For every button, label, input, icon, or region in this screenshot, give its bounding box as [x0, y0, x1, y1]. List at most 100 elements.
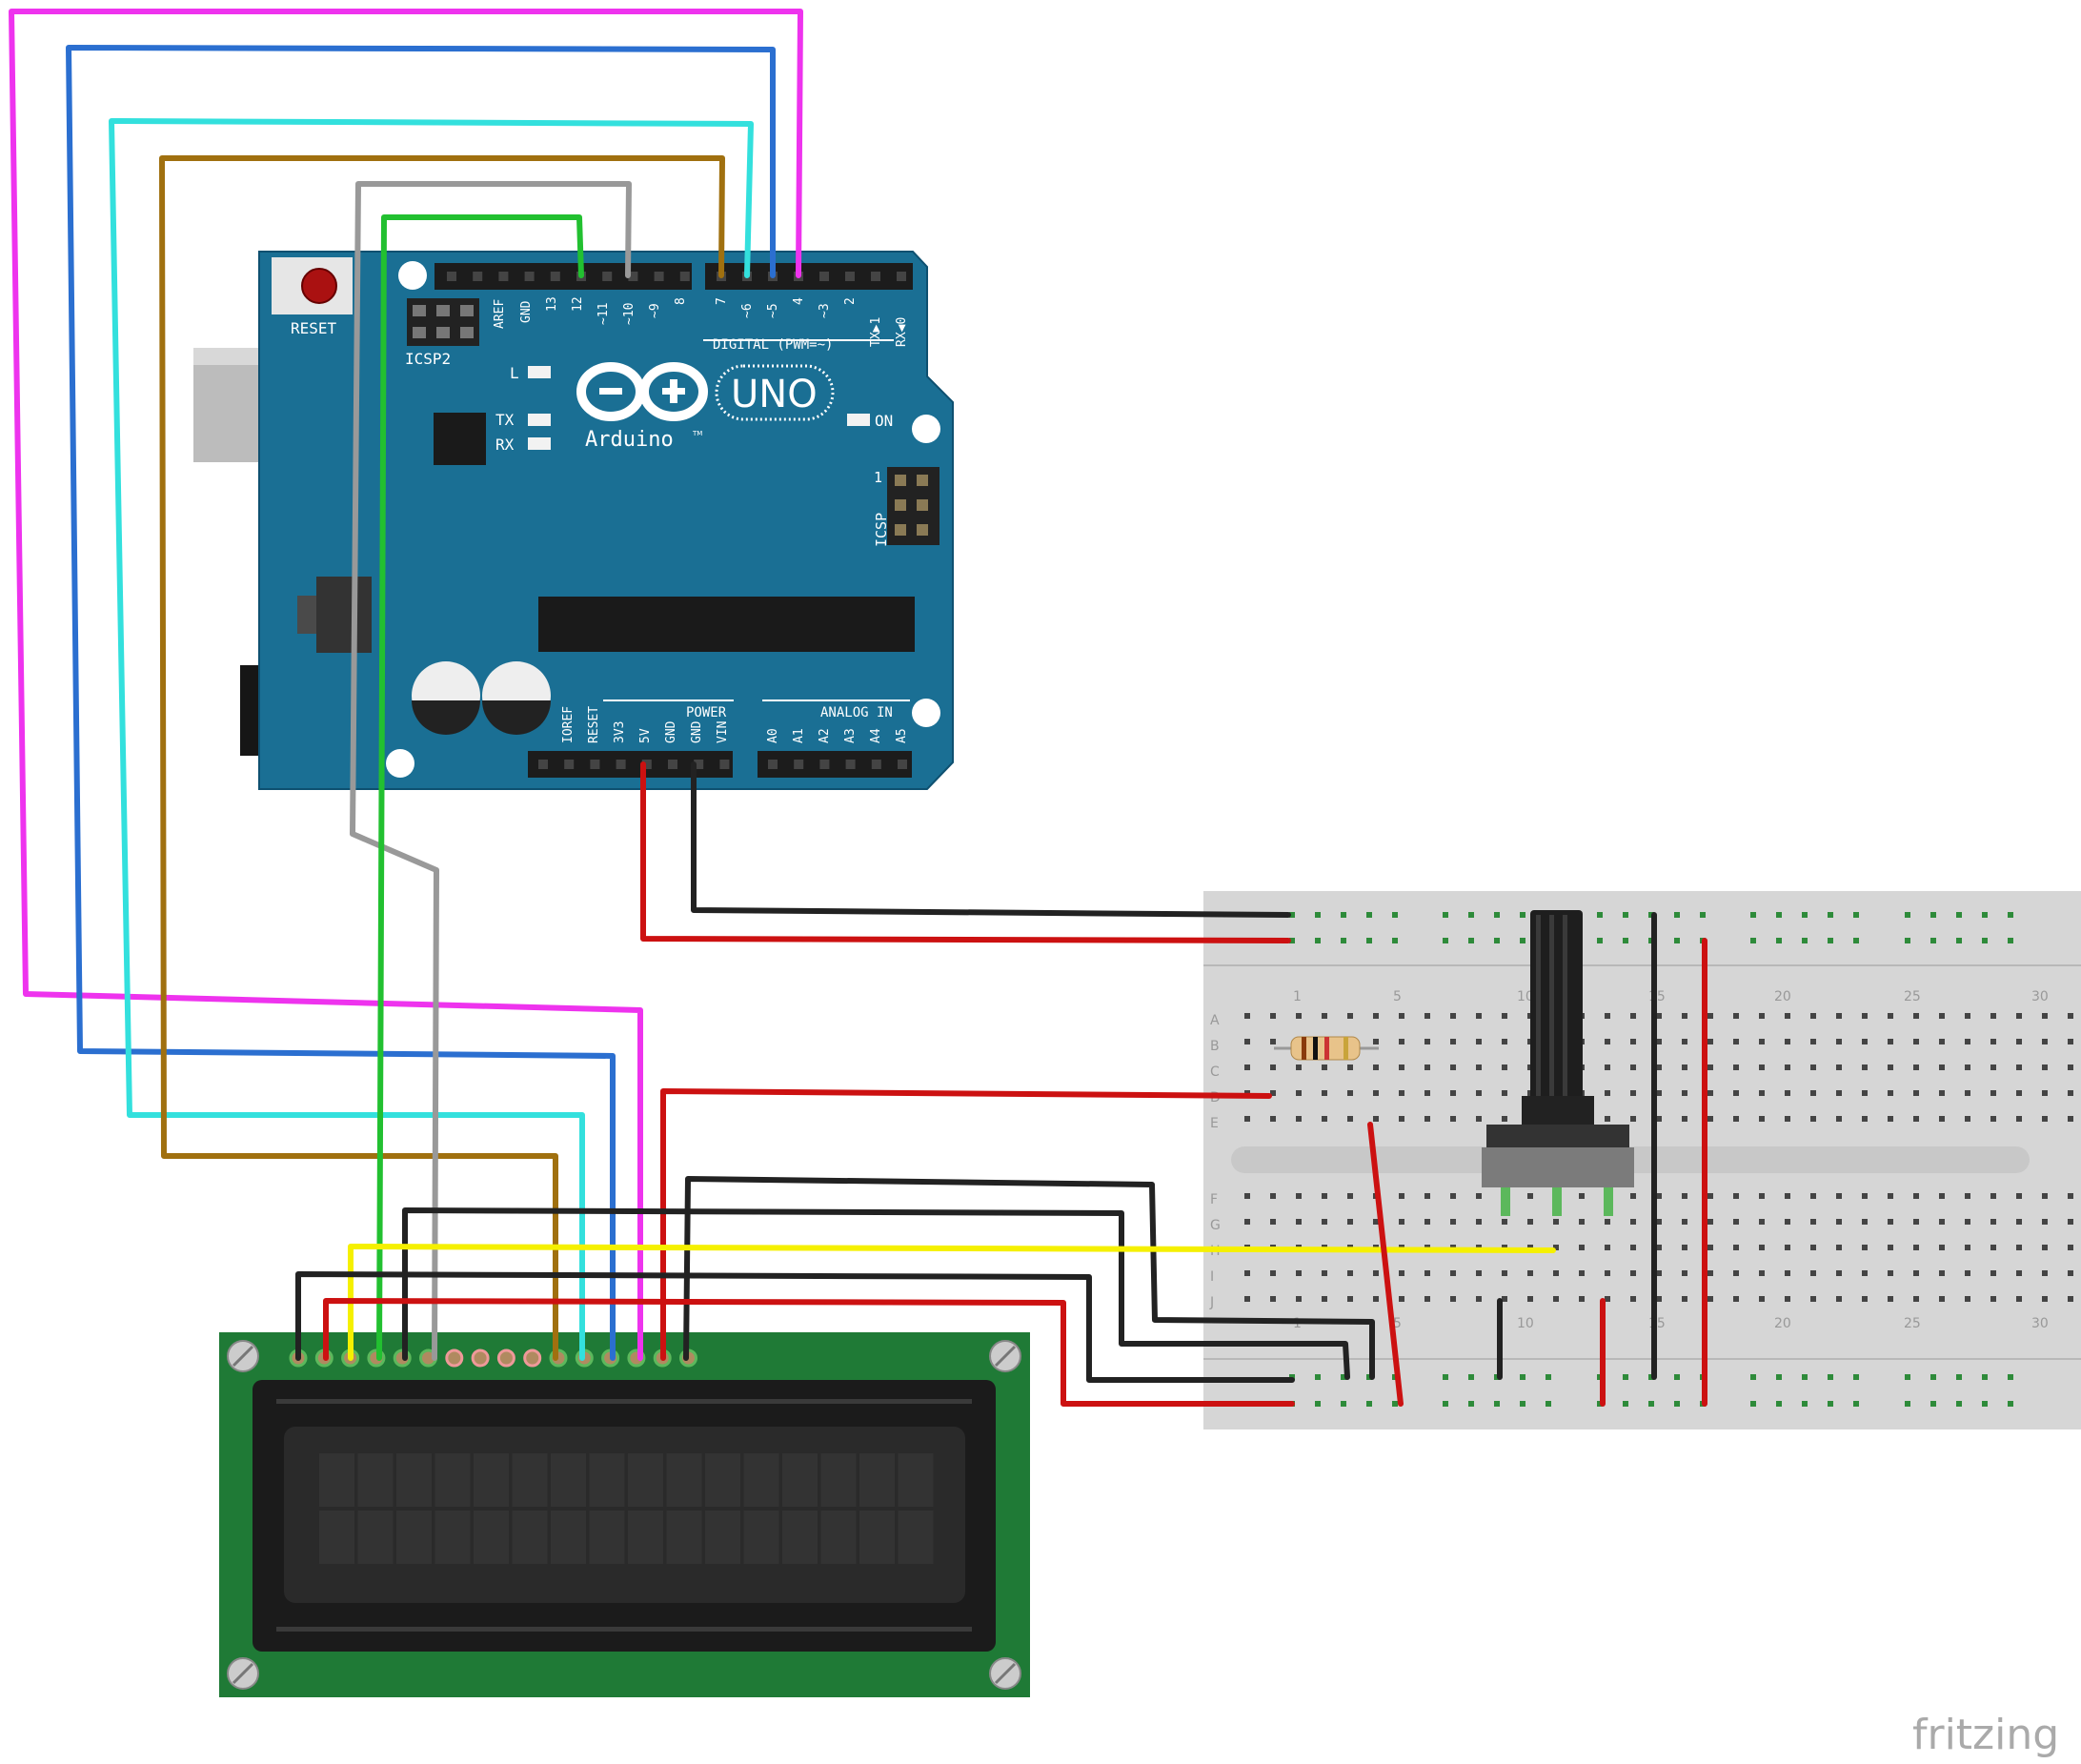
- rail-hole: [1674, 1374, 1680, 1380]
- pin-label: 12: [571, 296, 585, 312]
- lcd-character-cell: [898, 1511, 934, 1564]
- pin-label: VIN: [716, 721, 730, 743]
- pin-label: 5V: [638, 728, 653, 743]
- pin-label: GND: [519, 300, 534, 323]
- lcd-character-cell: [357, 1511, 394, 1564]
- rail-hole: [1956, 1374, 1962, 1380]
- potentiometer-shaft: [1530, 910, 1583, 1101]
- rail-hole: [1956, 938, 1962, 943]
- rail-hole: [1392, 912, 1398, 918]
- header-pin: [590, 760, 600, 769]
- rail-hole: [1623, 1401, 1628, 1407]
- rail-hole: [1930, 938, 1936, 943]
- row-letter: J: [1209, 1295, 1214, 1310]
- rail-hole: [1494, 1401, 1500, 1407]
- rail-hole: [1853, 912, 1859, 918]
- rail-hole: [1828, 938, 1833, 943]
- rail-hole: [1930, 1401, 1936, 1407]
- row-letter: I: [1210, 1269, 1214, 1285]
- rail-hole: [1392, 1401, 1398, 1407]
- rail-hole: [1956, 1401, 1962, 1407]
- rail-hole: [1341, 1401, 1346, 1407]
- rail-hole: [1366, 938, 1372, 943]
- wire-magenta: [9, 9, 803, 1361]
- header-pin: [498, 272, 509, 281]
- header-pin: [538, 760, 548, 769]
- lcd-16x2-module: [219, 1332, 1030, 1697]
- wire-brown: [159, 155, 725, 1361]
- mounting-hole: [912, 415, 940, 443]
- column-number: 1: [1293, 989, 1302, 1004]
- header-pin: [819, 272, 829, 281]
- header-pin: [871, 760, 881, 769]
- wire-black: [402, 1207, 1350, 1380]
- digital-header-right: [705, 263, 913, 290]
- pin-label: RESET: [587, 706, 601, 743]
- wire-yellow: [348, 1244, 1556, 1361]
- header-pin: [550, 272, 560, 281]
- minus-icon: [599, 388, 622, 395]
- capacitor: [482, 661, 551, 735]
- digital-label: DIGITAL (PWM=~): [713, 337, 833, 353]
- rail-hole: [1930, 1374, 1936, 1380]
- pin-label: RX◀0: [895, 317, 909, 347]
- reset-label: RESET: [291, 319, 337, 337]
- rail-hole: [1853, 1401, 1859, 1407]
- pin-label: GND: [690, 720, 704, 743]
- analog-header: [758, 751, 912, 778]
- wire-red: [1367, 1122, 1404, 1407]
- rail-hole: [2008, 938, 2013, 943]
- led-on: [847, 414, 870, 426]
- rail-hole: [1700, 912, 1706, 918]
- lcd-character-cell: [319, 1453, 354, 1507]
- header-pin: [845, 760, 856, 769]
- led-on-label: ON: [875, 412, 893, 430]
- rail-hole: [1674, 938, 1680, 943]
- rail-hole: [1982, 938, 1988, 943]
- header-pin: [564, 760, 575, 769]
- header-pin: [628, 272, 638, 281]
- rail-hole: [1520, 938, 1525, 943]
- column-number: 10: [1517, 1316, 1534, 1331]
- capacitor: [412, 661, 480, 735]
- column-number: 10: [1517, 989, 1534, 1004]
- column-number: 5: [1393, 989, 1402, 1004]
- column-number: 20: [1774, 1316, 1791, 1331]
- lcd-character-cell: [898, 1453, 934, 1507]
- lcd-character-cell: [859, 1453, 895, 1507]
- lcd-character-cell: [743, 1453, 779, 1507]
- pin-label: ~6: [740, 303, 755, 318]
- lcd-character-cell: [474, 1453, 509, 1507]
- screw-icon: [989, 1657, 1021, 1690]
- header-pin: [668, 760, 677, 769]
- icsp-label: ICSP: [873, 513, 890, 547]
- lcd-character-cell: [434, 1511, 471, 1564]
- led-tx: [528, 414, 551, 426]
- uno-label: UNO: [731, 373, 818, 416]
- wire-red: [660, 1088, 1272, 1361]
- rail-hole: [1828, 912, 1833, 918]
- pin-label: 4: [792, 297, 806, 305]
- rail-hole: [2008, 1374, 2013, 1380]
- potentiometer-body: [1482, 1147, 1634, 1187]
- lcd-character-cell: [589, 1511, 625, 1564]
- rail-hole: [1905, 912, 1910, 918]
- rail-hole: [1905, 938, 1910, 943]
- mounting-hole: [386, 749, 414, 778]
- rail-hole: [1750, 1374, 1756, 1380]
- potentiometer-pin: [1501, 1187, 1510, 1216]
- arduino-logo-text: Arduino: [585, 428, 674, 452]
- lcd-character-cell: [705, 1453, 740, 1507]
- column-number: 25: [1904, 1316, 1921, 1331]
- reset-button-cap[interactable]: [301, 268, 337, 304]
- mounting-hole: [398, 261, 427, 290]
- svg-text:.: .: [713, 346, 714, 348]
- rail-hole: [1802, 938, 1808, 943]
- row-letter: C: [1210, 1064, 1220, 1080]
- column-number: 30: [2031, 989, 2049, 1004]
- rail-hole: [1750, 912, 1756, 918]
- wires: [9, 9, 1707, 1407]
- row-letter: E: [1210, 1116, 1219, 1131]
- fritzing-logo: fritzing: [1912, 1711, 2059, 1759]
- wire-cyan: [109, 118, 754, 1361]
